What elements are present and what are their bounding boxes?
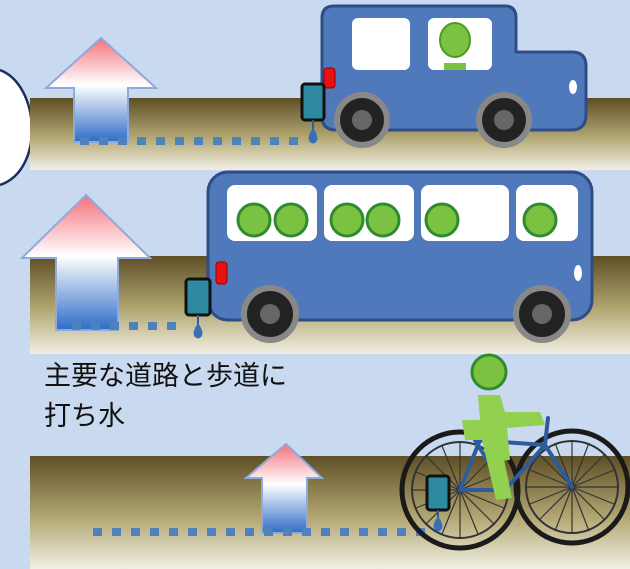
caption: 主要な道路と歩道に 打ち水 <box>44 357 287 437</box>
taillight <box>215 261 228 285</box>
caption-line-2: 打ち水 <box>44 401 125 432</box>
bus-icon <box>206 170 594 343</box>
road-strip-bottom <box>30 456 630 569</box>
car-icon <box>320 4 588 148</box>
water-dots-middle <box>72 322 176 330</box>
water-sprinkler-icon <box>425 474 451 532</box>
passenger-icon <box>439 22 471 58</box>
passenger-icon <box>236 202 272 238</box>
passenger-icon <box>273 202 309 238</box>
passenger-icon <box>365 202 401 238</box>
cyclist-body <box>462 395 545 462</box>
water-sprinkler-icon <box>184 277 212 339</box>
cyclist-head <box>470 353 508 391</box>
caption-line-1: 主要な道路と歩道に <box>44 361 287 392</box>
passenger-icon <box>329 202 365 238</box>
taillight <box>323 67 336 89</box>
water-sprinkler-icon <box>300 82 326 144</box>
passenger-icon <box>424 202 460 238</box>
car-window-front <box>352 18 410 70</box>
heat-arrow-icon <box>19 193 153 331</box>
passenger-icon <box>522 202 558 238</box>
water-dots-top <box>80 137 298 145</box>
